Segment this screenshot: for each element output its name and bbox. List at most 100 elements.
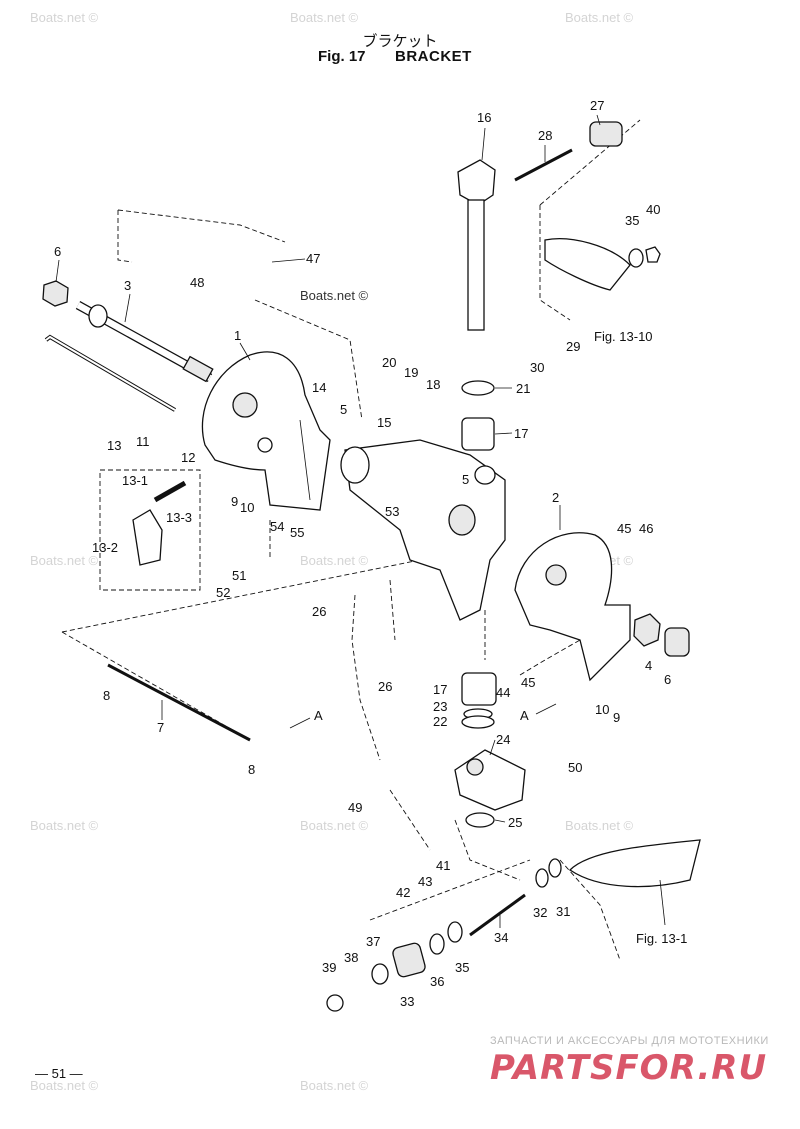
part-label: 6 <box>664 672 671 687</box>
part-37-washer <box>371 963 389 985</box>
part-label: 46 <box>639 521 653 536</box>
part-label: 40 <box>646 202 660 217</box>
watermark: Boats.net © <box>30 1078 99 1093</box>
part-11-rod <box>44 334 177 412</box>
part-21-washer <box>461 380 495 396</box>
part-4-nut <box>633 613 661 647</box>
part-label: 9 <box>231 494 238 509</box>
leader-lines <box>55 114 666 928</box>
part-label: 38 <box>344 950 358 965</box>
part-label: 43 <box>418 874 432 889</box>
part-label: 23 <box>433 699 447 714</box>
part-22-washer <box>461 715 495 729</box>
part-label: 36 <box>430 974 444 989</box>
arrow-a-left <box>289 717 311 729</box>
part-label: 17 <box>514 426 528 441</box>
part-label: 2 <box>552 490 559 505</box>
part-35-upper-washer <box>628 248 644 268</box>
part-label: 9 <box>613 710 620 725</box>
part-label: 31 <box>556 904 570 919</box>
part-27-bush <box>589 121 623 147</box>
part-label: 35 <box>455 960 469 975</box>
part-label: 33 <box>400 994 414 1009</box>
part-label: 55 <box>290 525 304 540</box>
part-40-nut <box>645 246 661 263</box>
part-label: 54 <box>270 519 284 534</box>
watermark: Boats.net © <box>30 10 99 25</box>
watermark: Boats.net © <box>565 818 634 833</box>
part-label: 13-3 <box>166 510 192 525</box>
part-1-bracket <box>201 351 331 511</box>
part-33-bush <box>392 942 426 978</box>
part-31-washer <box>548 858 562 878</box>
part-32-washer <box>535 868 549 888</box>
part-28-rod <box>514 148 573 182</box>
page-number: — 51 — <box>35 1066 83 1081</box>
part-label: 47 <box>306 251 320 266</box>
part-label: 15 <box>377 415 391 430</box>
part-label: 10 <box>595 702 609 717</box>
watermark-main: Boats.net © <box>300 288 369 303</box>
ref-fig-13-1: Fig. 13-1 <box>636 931 687 946</box>
fig-13-10-outline <box>544 238 631 291</box>
ref-fig-13-10: Fig. 13-10 <box>594 329 653 344</box>
part-label: 8 <box>103 688 110 703</box>
part-label: 32 <box>533 905 547 920</box>
part-13-1-spring <box>153 480 187 503</box>
part-label: 45 <box>521 675 535 690</box>
part-label: 7 <box>157 720 164 735</box>
part-label: 51 <box>232 568 246 583</box>
arrow-a-label: A <box>314 708 323 723</box>
part-label: 13-1 <box>122 473 148 488</box>
part-label: 3 <box>124 278 131 293</box>
part-35-washer <box>447 921 463 943</box>
part-label: 18 <box>426 377 440 392</box>
part-label: 13 <box>107 438 121 453</box>
part-16-shaft <box>457 159 496 331</box>
part-6-cap <box>664 627 690 657</box>
part-label: 16 <box>477 110 491 125</box>
part-label: 37 <box>366 934 380 949</box>
part-label: 24 <box>496 732 510 747</box>
brand-tagline: ЗАПЧАСТИ И АКСЕССУАРЫ ДЛЯ МОТОТЕХНИКИ <box>490 1035 769 1047</box>
part-label: 21 <box>516 381 530 396</box>
part-label: 53 <box>385 504 399 519</box>
watermark: Boats.net © <box>300 818 369 833</box>
part-15-swivel <box>340 439 506 621</box>
brand-logo: PARTSFOR.RU <box>490 1048 768 1088</box>
part-6-nut <box>42 280 69 307</box>
fig-13-1-outline <box>568 839 701 888</box>
figure-title: BRACKET <box>395 48 472 65</box>
part-label: 28 <box>538 128 552 143</box>
watermark: Boats.net © <box>565 10 634 25</box>
watermark: Boats.net © <box>290 10 359 25</box>
part-label: 26 <box>378 679 392 694</box>
part-label: 49 <box>348 800 362 815</box>
figure-number: Fig. 17 <box>318 48 366 65</box>
watermark: Boats.net © <box>30 818 99 833</box>
part-label: 50 <box>568 760 582 775</box>
part-label: 25 <box>508 815 522 830</box>
part-label: 39 <box>322 960 336 975</box>
watermark: Boats.net © <box>300 1078 369 1093</box>
part-label: 52 <box>216 585 230 600</box>
part-label: 45 <box>617 521 631 536</box>
part-13-2-plate <box>132 509 163 566</box>
part-label: 44 <box>496 685 510 700</box>
part-label: 29 <box>566 339 580 354</box>
part-label: 11 <box>136 434 150 449</box>
part-label: 5 <box>462 472 469 487</box>
title-japanese: ブラケット <box>362 32 438 50</box>
arrow-a-label: A <box>520 708 529 723</box>
part-7-rod <box>107 663 251 742</box>
part-label: 30 <box>530 360 544 375</box>
part-24-clamp <box>454 749 526 811</box>
part-label: 20 <box>382 355 396 370</box>
part-25-washer <box>465 812 495 828</box>
part-label: 14 <box>312 380 326 395</box>
part-36-washer <box>429 933 445 955</box>
part-label: 1 <box>234 328 241 343</box>
part-39-washer <box>326 994 344 1012</box>
part-label: 27 <box>590 98 604 113</box>
